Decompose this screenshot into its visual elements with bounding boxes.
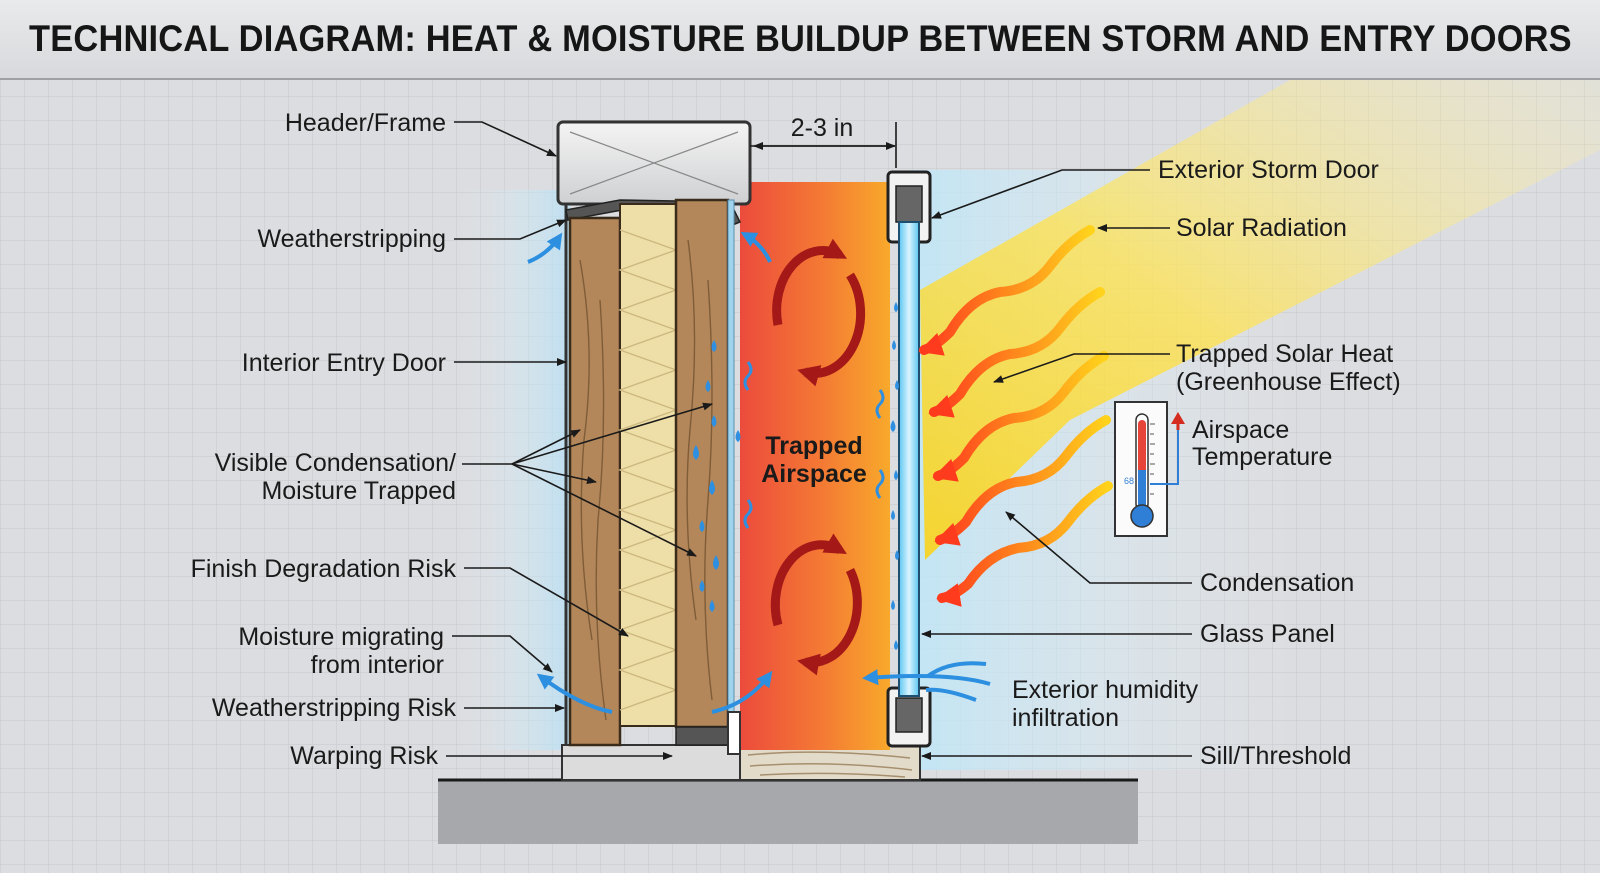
label-finish-degradation: Finish Degradation Risk xyxy=(191,555,457,583)
temperature-rise-arrowhead xyxy=(1171,412,1185,424)
label-moisture-migrating-line1: Moisture migrating xyxy=(238,623,444,651)
leader-visible-condensation-b xyxy=(511,402,713,465)
label-exterior-storm-door: Exterior Storm Door xyxy=(1158,156,1379,184)
storm-door-bottom-gasket xyxy=(895,697,923,733)
label-interior-entry-door: Interior Entry Door xyxy=(242,349,446,377)
door-insulation-core xyxy=(619,203,677,727)
interior-glow xyxy=(460,190,570,750)
label-trapped-solar-heat-line1: Trapped Solar Heat xyxy=(1176,340,1393,368)
label-moisture-migrating-line2: from interior xyxy=(311,651,444,679)
label-airspace-temperature-line1: Airspace xyxy=(1192,416,1289,444)
wood-grain xyxy=(579,239,713,721)
storm-door-top-gasket xyxy=(895,185,923,223)
trapped-airspace-label-line1: Trapped xyxy=(765,432,862,460)
label-warping-risk: Warping Risk xyxy=(290,742,438,770)
trapped-airspace-label-line2: Airspace xyxy=(761,460,867,488)
condensation-droplets xyxy=(693,302,899,650)
leader-visible-condensation-a xyxy=(511,429,581,465)
label-solar-radiation: Solar Radiation xyxy=(1176,214,1347,242)
door-inner-skin xyxy=(674,198,730,729)
leader-condensation xyxy=(1005,511,1192,584)
sun-beam xyxy=(920,80,1600,560)
leader-visible-condensation-c xyxy=(511,463,597,485)
header-frame-cross xyxy=(569,131,739,195)
label-visible-condensation-line2: Moisture Trapped xyxy=(261,477,456,505)
thermometer-reading: 68 xyxy=(1124,476,1134,486)
page-title: TECHNICAL DIAGRAM: HEAT & MOISTURE BUILD… xyxy=(28,18,1572,59)
label-airspace-temperature-line2: Temperature xyxy=(1192,443,1332,471)
leader-moisture-migrating xyxy=(452,635,553,673)
vapor-squiggles xyxy=(743,361,885,529)
solar-heat-waves xyxy=(918,225,1113,607)
label-sill-threshold: Sill/Threshold xyxy=(1200,742,1351,770)
label-weatherstripping: Weatherstripping xyxy=(257,225,446,253)
leader-finish-degradation xyxy=(464,567,629,637)
glass-panel xyxy=(898,221,920,697)
leader-exterior-storm-door xyxy=(931,169,1150,219)
thermometer-icon xyxy=(1114,401,1168,537)
title-bar: TECHNICAL DIAGRAM: HEAT & MOISTURE BUILD… xyxy=(0,0,1600,80)
door-moisture-film xyxy=(727,199,735,728)
sill-interior xyxy=(561,744,741,781)
label-trapped-solar-heat-line2: (Greenhouse Effect) xyxy=(1176,368,1401,396)
leader-trapped-solar-heat xyxy=(993,353,1170,383)
label-glass-panel: Glass Panel xyxy=(1200,620,1335,648)
ground-slab xyxy=(438,780,1138,844)
convection-loop-top xyxy=(772,238,866,387)
door-stop xyxy=(727,711,741,755)
convection-loop-bottom xyxy=(770,533,862,676)
label-header-frame: Header/Frame xyxy=(285,109,446,137)
label-visible-condensation-line1: Visible Condensation/ xyxy=(215,449,456,477)
moisture-flow-arrows xyxy=(527,232,991,714)
label-exterior-humidity-line1: Exterior humidity xyxy=(1012,676,1199,704)
label-exterior-humidity-line2: infiltration xyxy=(1012,704,1119,732)
dimension-label: 2-3 in xyxy=(791,114,854,142)
label-condensation: Condensation xyxy=(1200,569,1354,597)
sill-wood-grain xyxy=(747,751,913,778)
leader-weatherstripping xyxy=(454,219,567,240)
temperature-indicator-line xyxy=(1150,420,1179,485)
leader-header-frame xyxy=(454,121,557,157)
leader-visible-condensation-d xyxy=(511,463,697,557)
label-weatherstripping-risk: Weatherstripping Risk xyxy=(212,694,457,722)
